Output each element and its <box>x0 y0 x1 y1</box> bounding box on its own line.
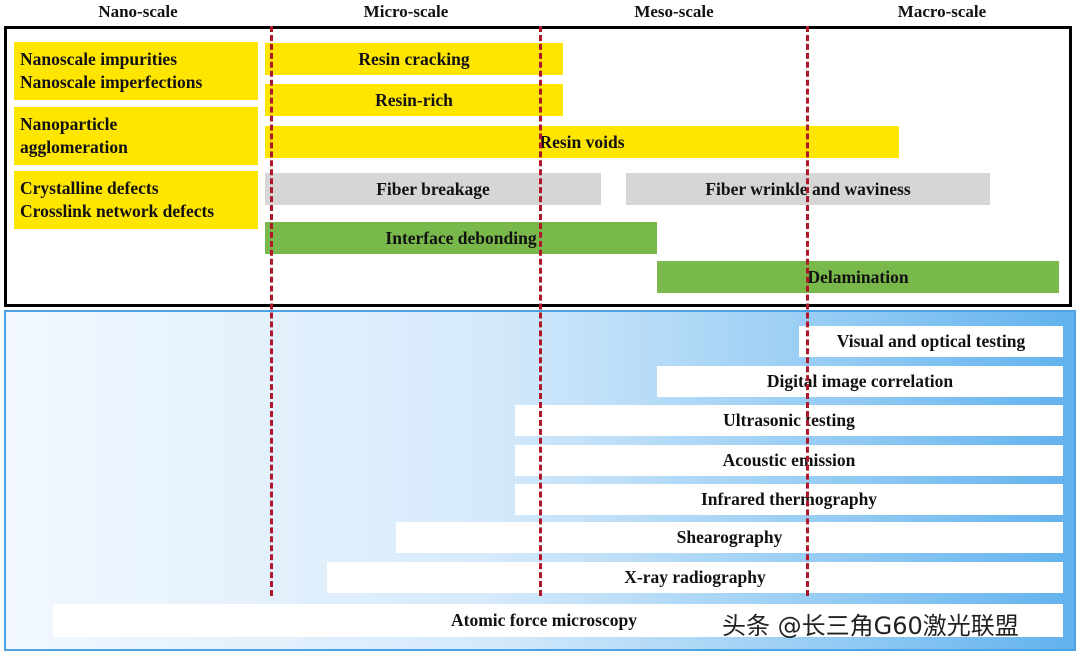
watermark-text: 头条 @长三角G60激光联盟 <box>722 612 1019 640</box>
method-bar-x-ray: X-ray radiography <box>327 562 1063 593</box>
defect-bar-resin-voids: Resin voids <box>265 126 899 158</box>
method-bar-digital-image-correlation: Digital image correlation <box>657 366 1063 397</box>
method-bar-infrared-thermography: Infrared thermography <box>515 484 1063 515</box>
scale-label-macro: Macro-scale <box>897 2 987 21</box>
scale-divider-micro-meso <box>539 26 542 596</box>
defect-text: Nanoparticle <box>20 114 118 134</box>
method-bar-afm: Atomic force microscopy <box>53 604 1063 637</box>
defect-bar-resin-cracking: Resin cracking <box>265 43 563 75</box>
scale-label-meso: Meso-scale <box>634 2 714 21</box>
defect-bar-delamination: Delamination <box>657 261 1059 293</box>
scale-label-micro: Micro-scale <box>363 2 449 21</box>
defect-text: Nanoscale imperfections <box>20 72 203 92</box>
defect-text: Crystalline defects <box>20 178 159 198</box>
defect-text: Crosslink network defects <box>20 201 215 221</box>
method-label-afm: Atomic force microscopy <box>451 610 637 630</box>
method-bar-acoustic-emission: Acoustic emission <box>515 445 1063 476</box>
defect-text: agglomeration <box>20 137 128 157</box>
defect-box-nano-impurities: Nanoscale impurities Nanoscale imperfect… <box>14 42 258 100</box>
defect-text: Nanoscale impurities <box>20 49 178 69</box>
defect-box-agglomeration: Nanoparticle agglomeration <box>14 107 258 165</box>
method-bar-ultrasonic: Ultrasonic testing <box>515 405 1063 436</box>
defect-box-crystalline: Crystalline defects Crosslink network de… <box>14 171 258 229</box>
scale-divider-meso-macro <box>806 26 809 596</box>
defect-bar-fiber-breakage: Fiber breakage <box>265 173 601 205</box>
scale-label-nano: Nano-scale <box>98 2 178 21</box>
method-bar-shearography: Shearography <box>396 522 1063 553</box>
defect-bar-interface-debonding: Interface debonding <box>265 222 657 254</box>
scale-divider-nano-micro <box>270 26 273 596</box>
method-bar-visual-optical: Visual and optical testing <box>799 326 1063 357</box>
defect-bar-resin-rich: Resin-rich <box>265 84 563 116</box>
